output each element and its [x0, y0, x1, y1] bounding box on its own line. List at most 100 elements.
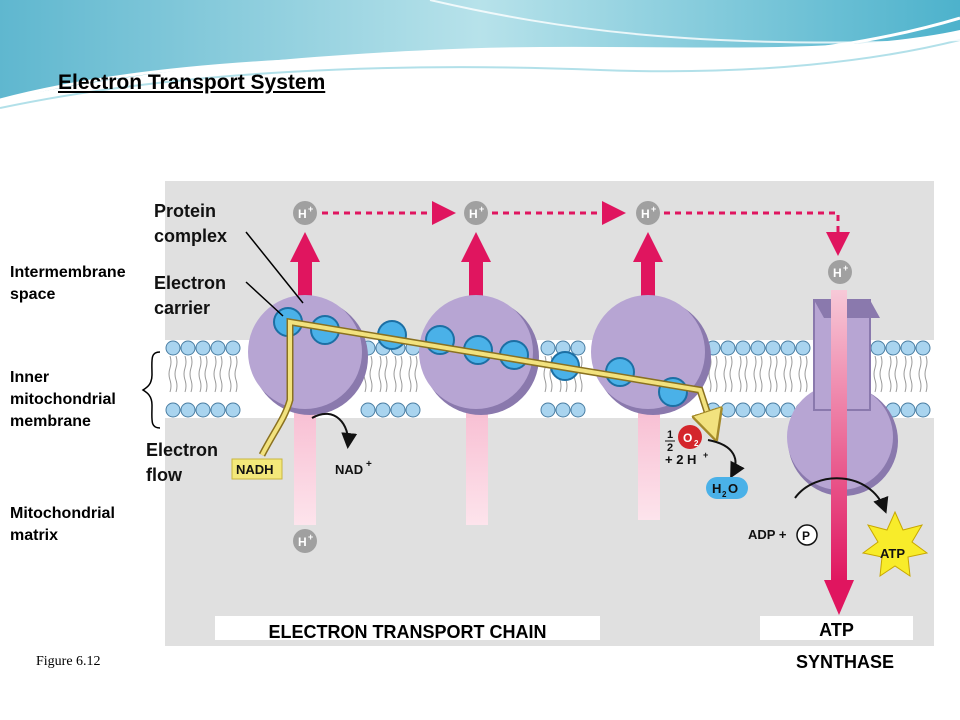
svg-text:+: +	[366, 459, 372, 470]
page-title: Electron Transport System	[58, 71, 326, 94]
nadh-label: NADH	[231, 458, 283, 480]
lipid-head	[375, 402, 391, 418]
lipid-head	[885, 340, 901, 356]
lipid-tail	[918, 355, 928, 393]
svg-text:2: 2	[667, 442, 673, 454]
lipid-tail	[723, 355, 733, 393]
lipid-head	[765, 340, 781, 356]
lipid-head	[870, 340, 886, 356]
lipid-tail	[783, 355, 793, 393]
figure-caption: Figure 6.12	[36, 654, 101, 669]
svg-text:NADH: NADH	[236, 462, 274, 477]
svg-text:H: H	[641, 207, 650, 221]
svg-text:H: H	[298, 207, 307, 221]
lipid-head	[165, 402, 181, 418]
lipid-head	[360, 402, 376, 418]
svg-text:P: P	[802, 529, 810, 543]
lipid-head	[750, 402, 766, 418]
lipid-tail	[183, 355, 193, 393]
nad-plus-label: NAD +	[335, 459, 372, 477]
lipid-head	[195, 340, 211, 356]
h-plus-icon: H+	[293, 529, 317, 553]
electron-carrier-label: Electron carrier	[154, 273, 227, 318]
lipid-head	[540, 402, 556, 418]
nad-arrow	[311, 412, 358, 449]
lipid-head	[555, 402, 571, 418]
lipid-tail	[393, 355, 403, 393]
h-plus-icon: H+	[828, 260, 852, 284]
lipid-tail	[798, 355, 808, 393]
water-arrow	[707, 439, 745, 479]
lipid-head	[780, 340, 796, 356]
etc-label: ELECTRON TRANSPORT CHAIN	[268, 622, 547, 642]
lipid-head	[195, 402, 211, 418]
svg-text:+: +	[308, 532, 313, 542]
lipid-tail	[738, 355, 748, 393]
lipid-tail	[408, 355, 418, 393]
lipid-head	[765, 402, 781, 418]
lipid-head	[180, 340, 196, 356]
lipid-head	[570, 402, 586, 418]
lipid-head	[915, 402, 931, 418]
lipid-tail	[708, 355, 718, 393]
atp-synthase-label-line2: SYNTHASE	[795, 652, 894, 672]
atp-synthase-label-line1: ATP	[819, 620, 854, 640]
lipid-tail	[228, 355, 238, 393]
intermembrane-label: Intermembrane space	[10, 264, 126, 303]
water-label: H 2 O	[706, 477, 748, 499]
lipid-tail	[378, 355, 388, 393]
svg-text:H: H	[833, 266, 842, 280]
h-plus-icon: H+	[636, 201, 660, 225]
h-plus-icon: H+	[464, 201, 488, 225]
svg-text:2: 2	[694, 439, 699, 448]
lipid-head	[225, 340, 241, 356]
lipid-head	[390, 402, 406, 418]
oxygen-label: 1 2 O 2 + 2 H +	[665, 425, 708, 467]
svg-text:H: H	[712, 481, 721, 496]
svg-text:NAD: NAD	[335, 462, 363, 477]
lipid-head	[225, 402, 241, 418]
lipid-head	[795, 340, 811, 356]
lipid-head	[720, 402, 736, 418]
lipid-head	[900, 340, 916, 356]
lipid-head	[180, 402, 196, 418]
svg-text:ADP +: ADP +	[748, 527, 787, 542]
svg-text:H: H	[469, 207, 478, 221]
lipid-tail	[168, 355, 178, 393]
svg-text:+: +	[651, 204, 656, 214]
lipid-head	[720, 340, 736, 356]
atp-star	[861, 510, 929, 578]
membrane-bracket	[141, 351, 161, 429]
inner-membrane-label: Inner mitochondrial membrane	[10, 369, 116, 430]
svg-text:+: +	[308, 204, 313, 214]
lipid-head	[210, 340, 226, 356]
svg-text:O: O	[683, 431, 692, 445]
svg-text:+: +	[703, 450, 708, 460]
adp-label: ADP + P	[748, 524, 818, 546]
lipid-tail	[213, 355, 223, 393]
svg-text:2: 2	[722, 490, 727, 499]
lipid-head	[735, 402, 751, 418]
svg-text:H: H	[298, 535, 307, 549]
svg-text:+: +	[843, 263, 848, 273]
lipid-head	[900, 402, 916, 418]
lipid-tail	[198, 355, 208, 393]
lipid-tail	[888, 355, 898, 393]
lipid-head	[735, 340, 751, 356]
matrix-label: Mitochondrial matrix	[10, 505, 115, 544]
lipid-head	[570, 340, 586, 356]
lipid-tail	[768, 355, 778, 393]
protein-complex-label: Protein complex	[154, 201, 228, 246]
electron-flow-path	[258, 317, 713, 457]
lipid-head	[750, 340, 766, 356]
h-plus-icon: H+	[293, 201, 317, 225]
lipid-head	[915, 340, 931, 356]
proton-path	[322, 201, 850, 256]
lipid-tail	[753, 355, 763, 393]
lipid-head	[165, 340, 181, 356]
lipid-tail	[873, 355, 883, 393]
svg-text:+ 2 H: + 2 H	[665, 452, 696, 467]
lipid-head	[405, 402, 421, 418]
lipid-head	[540, 340, 556, 356]
